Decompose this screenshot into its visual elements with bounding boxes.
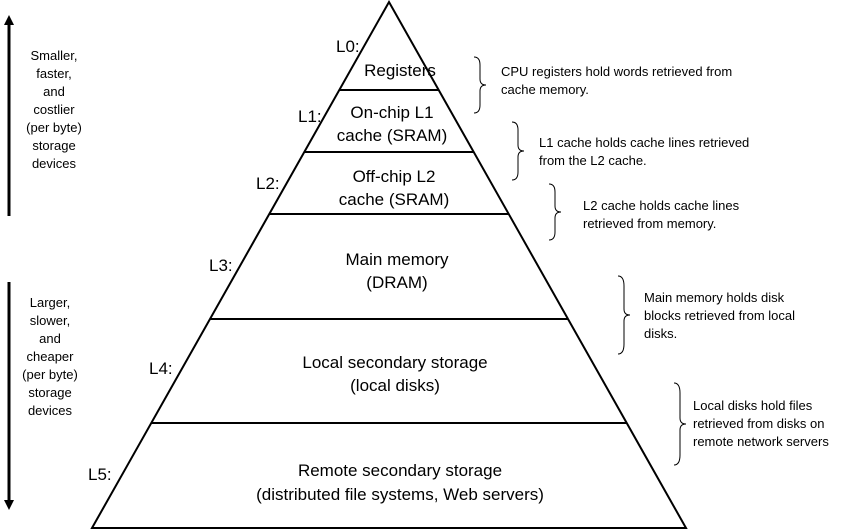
bottom-label-line1: Larger, [30,295,70,310]
note-l3-line3: disks. [644,326,677,341]
note-l4-line2: retrieved from disks on [693,416,825,431]
level-name-l1-line2: cache (SRAM) [337,126,448,145]
brace-l1 [511,121,525,181]
bottom-label-line7: devices [28,403,73,418]
bottom-label-line4: cheaper [27,349,75,364]
level-label-l3: L3: [209,256,233,275]
brace-l3 [617,275,631,355]
level-label-l1: L1: [298,107,322,126]
bottom-label-line6: storage [28,385,71,400]
level-name-l4-line1: Local secondary storage [302,353,487,372]
level-label-l2: L2: [256,174,280,193]
top-label-line4: costlier [33,102,75,117]
top-label-line2: faster, [36,66,71,81]
top-label-line1: Smaller, [31,48,78,63]
bottom-label-line2: slower, [30,313,70,328]
level-name-l1-line1: On-chip L1 [350,103,433,122]
top-label-line3: and [43,84,65,99]
pyramid-outline [90,0,688,529]
note-l0-line2: cache memory. [501,82,589,97]
note-l4-line3: remote network servers [693,434,829,449]
note-l1-line2: from the L2 cache. [539,153,647,168]
top-label-line5: (per byte) [26,120,82,135]
level-name-l5-line1: Remote secondary storage [298,461,502,480]
level-name-l5-line2: (distributed file systems, Web servers) [256,485,544,504]
note-l3-line2: blocks retrieved from local [644,308,795,323]
brace-l4 [673,382,687,466]
level-name-l4-line2: (local disks) [350,376,440,395]
note-l0-line1: CPU registers hold words retrieved from [501,64,732,79]
level-label-l0: L0: [336,37,360,56]
level-name-l2-line2: cache (SRAM) [339,190,450,209]
level-label-l5: L5: [88,465,112,484]
top-label-line7: devices [32,156,77,171]
brace-l0 [473,56,487,114]
level-name-l0: Registers [364,61,436,80]
note-l4-line1: Local disks hold files [693,398,813,413]
note-l2-line2: retrieved from memory. [583,216,716,231]
bottom-label-line5: (per byte) [22,367,78,382]
brace-l2 [548,183,562,241]
note-l1-line1: L1 cache holds cache lines retrieved [539,135,749,150]
bottom-label-line3: and [39,331,61,346]
level-label-l4: L4: [149,359,173,378]
top-label-line6: storage [32,138,75,153]
level-name-l3-line2: (DRAM) [366,273,427,292]
note-l2-line1: L2 cache holds cache lines [583,198,740,213]
level-name-l3-line1: Main memory [346,250,449,269]
level-name-l2-line1: Off-chip L2 [353,167,436,186]
note-l3-line1: Main memory holds disk [644,290,785,305]
